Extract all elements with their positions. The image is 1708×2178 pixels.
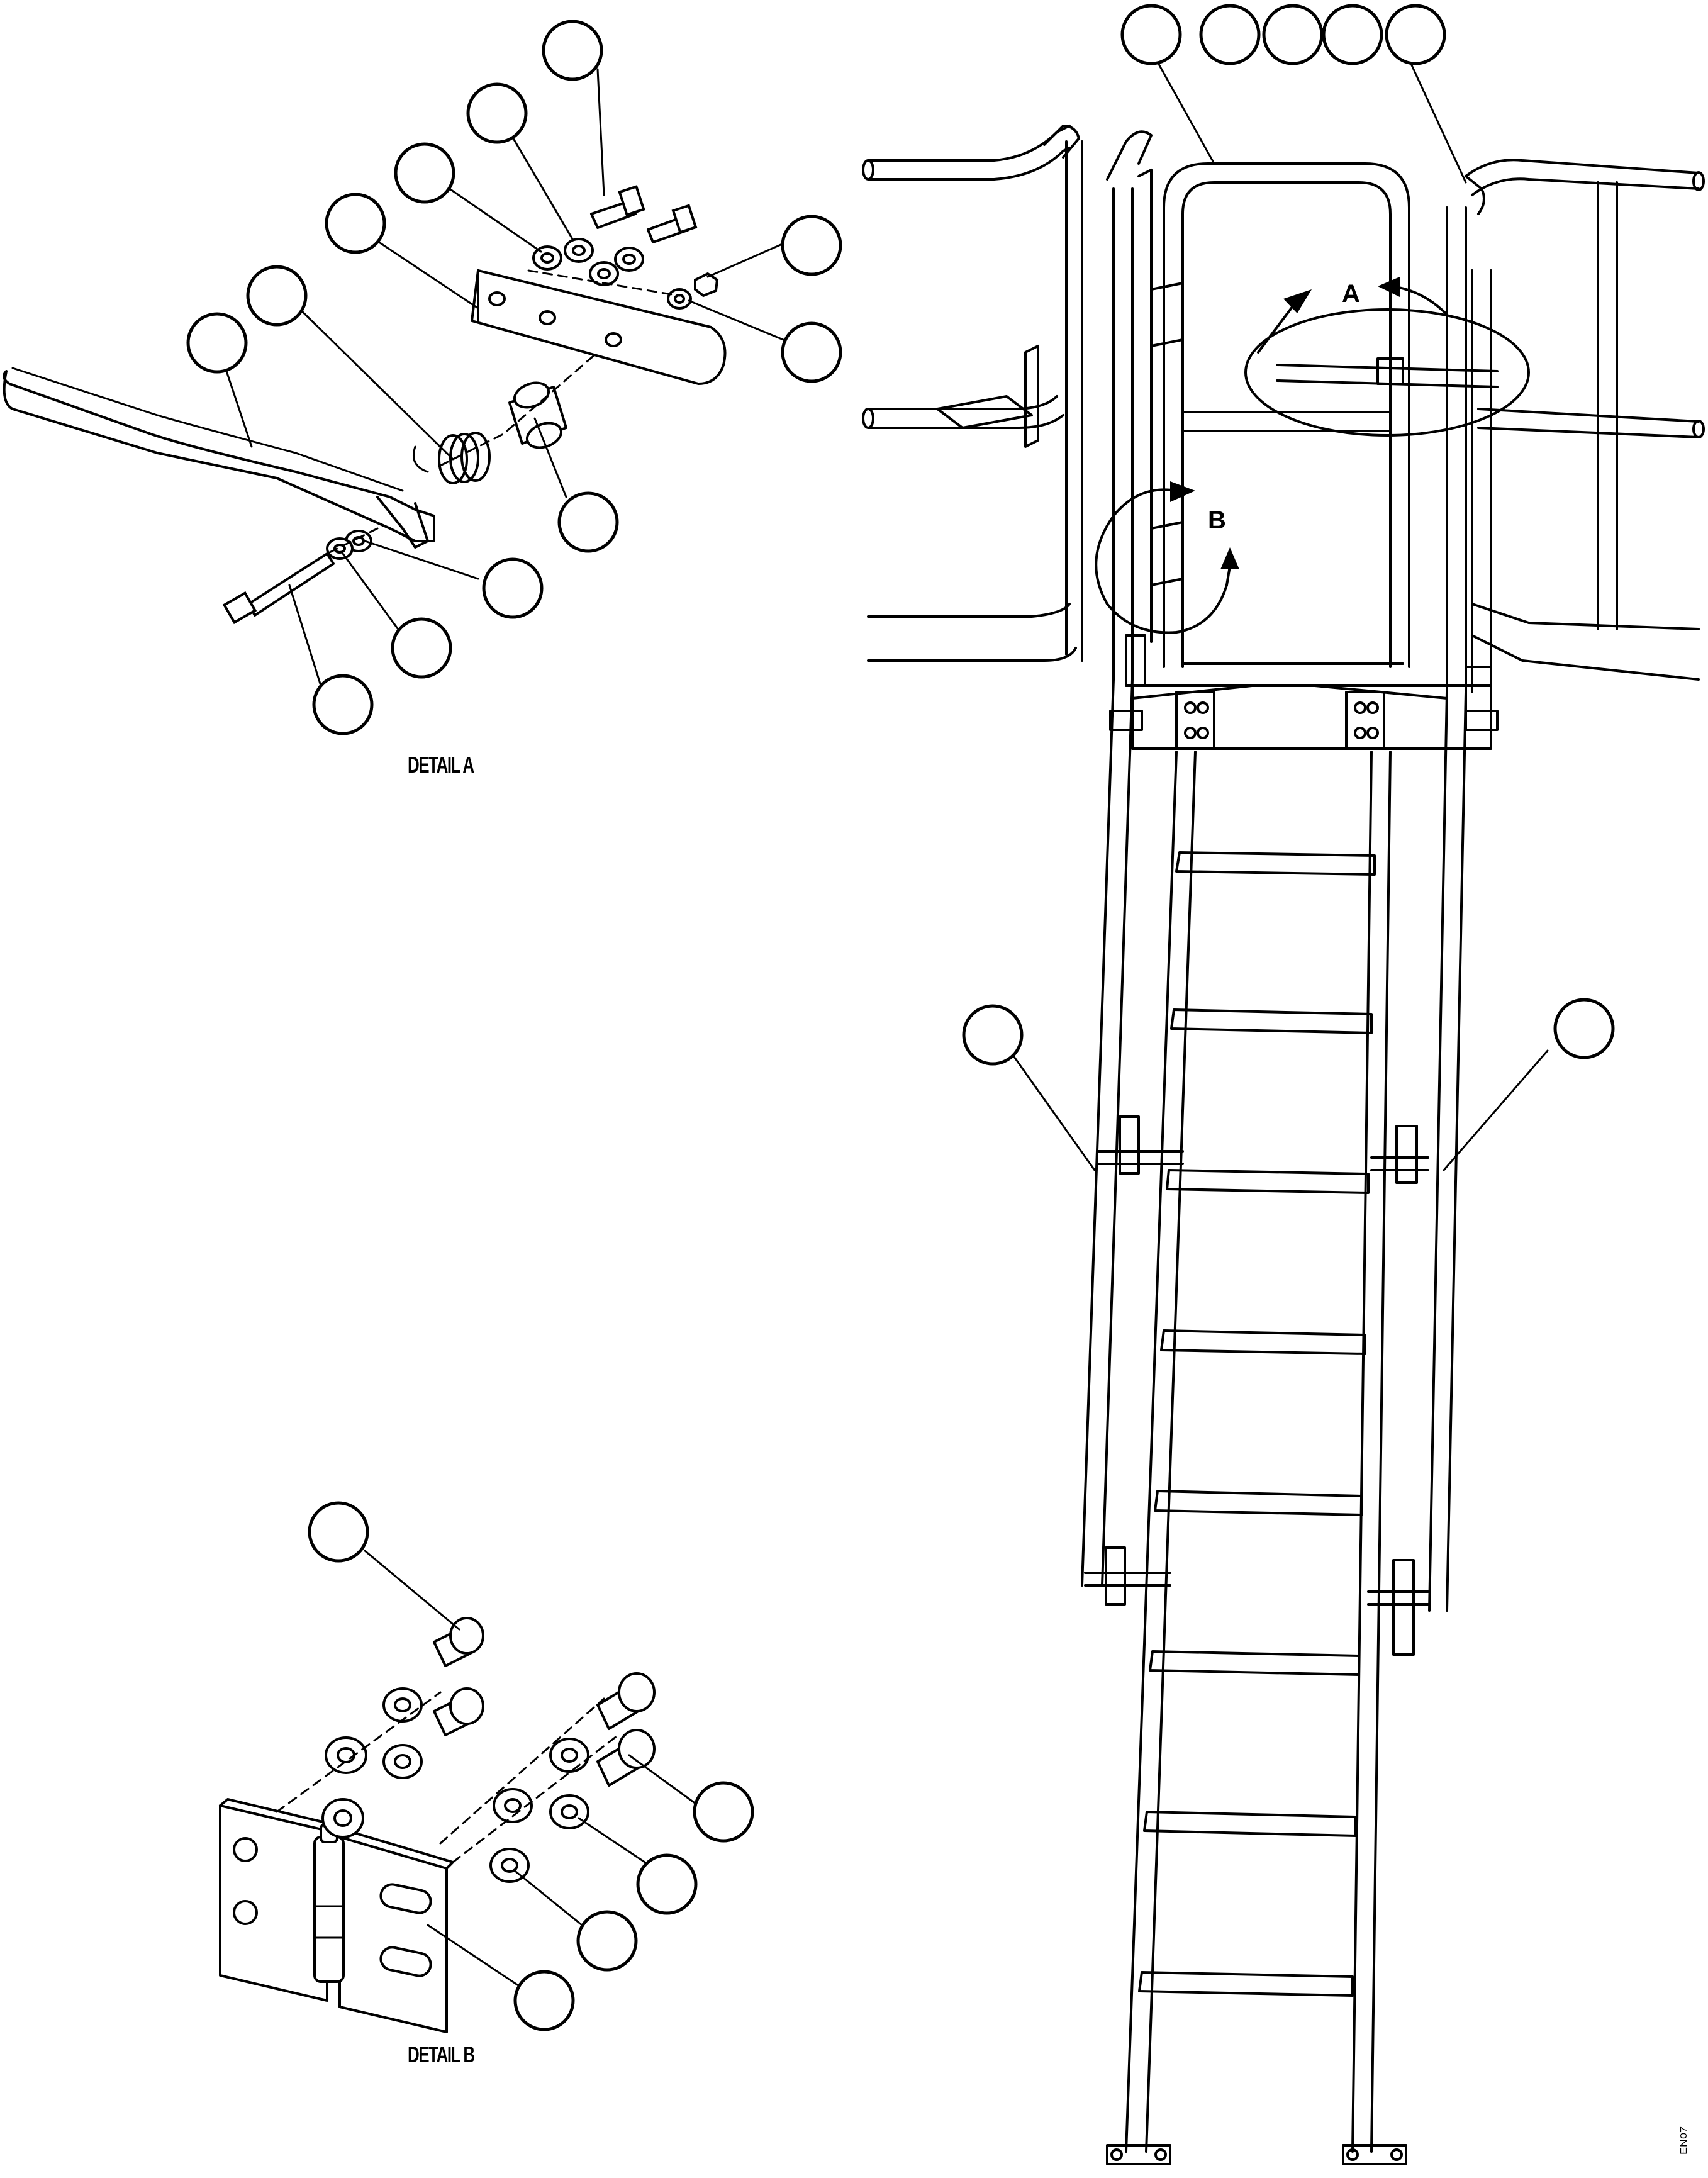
right-deck-rail xyxy=(1465,159,1705,693)
side-rails xyxy=(1081,678,1467,1656)
hinge-right-leaf xyxy=(338,1836,448,2033)
ladder-feet xyxy=(1106,2144,1407,2165)
bolt-upper-1 xyxy=(590,185,645,229)
bolt-upper-2 xyxy=(647,204,698,243)
view-marker-b: B xyxy=(1208,506,1226,534)
hinge-left-leaf xyxy=(219,1804,328,2002)
detail-a-caption: DETAIL A xyxy=(408,752,474,778)
washers-detail-b xyxy=(321,1687,589,1883)
bolt-b-3 xyxy=(596,1672,656,1730)
detail-b-exploded-view xyxy=(219,1501,754,2033)
ladder-rungs xyxy=(1138,851,1376,1997)
detail-a-callout: A xyxy=(1244,277,1530,437)
ladder-mount-bracket xyxy=(1109,634,1499,750)
ladder-assembly: A B xyxy=(862,4,1705,2165)
figure-id: EN07 xyxy=(1678,2126,1688,2155)
detail-a-exploded-view xyxy=(3,20,842,735)
ladder-stiles xyxy=(1125,751,1392,2153)
latch-arm xyxy=(3,370,435,542)
swing-gate xyxy=(1150,162,1410,668)
latch-plate xyxy=(471,269,727,385)
bolt-b-1 xyxy=(433,1617,484,1667)
hinge-barrel xyxy=(313,1823,345,1983)
washers-detail-a xyxy=(326,238,719,560)
pivot-sleeve xyxy=(508,381,567,449)
view-marker-a: A xyxy=(1342,280,1360,308)
detail-b-callout: B xyxy=(1095,481,1239,634)
detail-b-caption: DETAIL B xyxy=(408,2041,475,2067)
bolt-b-4 xyxy=(596,1729,656,1787)
bolt-lower xyxy=(222,552,335,625)
handhold-left xyxy=(1106,130,1153,681)
left-deck-rail xyxy=(862,125,1083,662)
handhold-right xyxy=(1446,175,1485,693)
latch-hook xyxy=(376,496,429,549)
bolt-b-2 xyxy=(433,1687,484,1736)
